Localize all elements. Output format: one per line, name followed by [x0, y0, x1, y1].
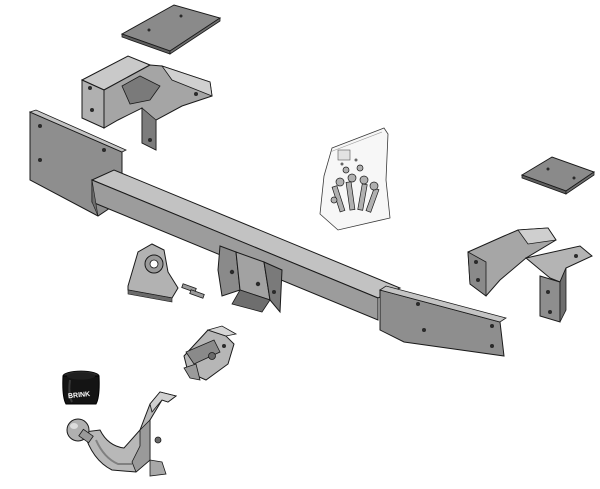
tow-hitch-receiver [183, 325, 238, 381]
swan-neck-tow-ball [66, 391, 178, 477]
main-crossbar [28, 109, 507, 357]
electrical-socket-plate [127, 243, 205, 303]
cover-brand-label: BRINK [68, 391, 91, 400]
tow-ball-cover: BRINK [62, 370, 100, 405]
hardware-bag [319, 127, 391, 231]
right-side-bracket [467, 227, 593, 323]
right-mounting-plate [520, 156, 596, 195]
left-side-bracket [80, 55, 213, 151]
left-mounting-plate [120, 4, 222, 55]
